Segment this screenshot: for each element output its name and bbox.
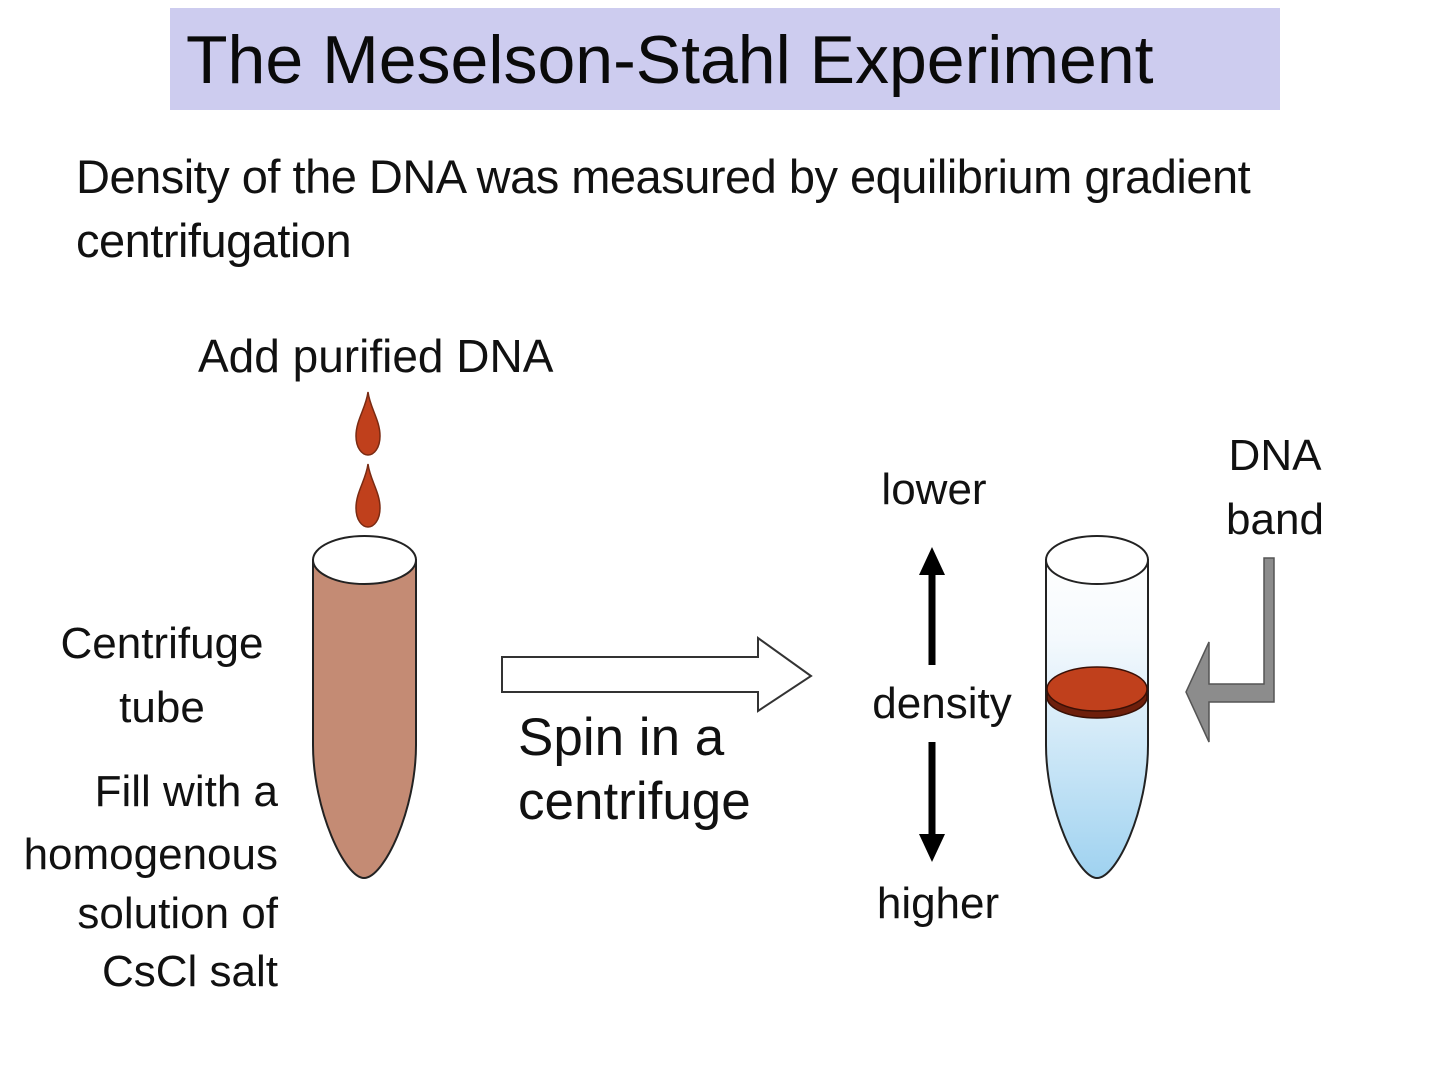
title-banner: The Meselson-Stahl Experiment (170, 8, 1280, 110)
band-pointer-arrow (1185, 557, 1275, 743)
dna-band-label-line2: band (1226, 495, 1324, 544)
lower-density-label: lower (881, 465, 987, 514)
dna-band-label-line1: DNA (1228, 431, 1322, 480)
centrifuge-tube-left (312, 535, 417, 880)
spin-arrow (501, 636, 813, 713)
tube-label-line2: tube (119, 683, 205, 732)
fill-label-line4: CsCl salt (101, 947, 278, 996)
tube-label-line1: Centrifuge (60, 619, 264, 668)
dna-drop-bottom (355, 463, 381, 528)
dna-drop-top (355, 391, 381, 456)
fill-label-line1: Fill with a (94, 767, 278, 816)
fill-label-line3: solution of (77, 889, 278, 938)
slide-title: The Meselson-Stahl Experiment (186, 22, 1154, 98)
spin-label-line1: Spin in a (518, 708, 725, 767)
centrifuge-tube-right (1045, 535, 1149, 880)
fill-label-line2: homogenous (23, 830, 278, 879)
higher-density-label: higher (876, 879, 1000, 928)
slide-subtitle: Density of the DNA was measured by equil… (76, 150, 1251, 267)
density-up-arrow (919, 547, 945, 665)
density-down-arrow (919, 742, 945, 862)
dna-band (1046, 666, 1148, 719)
spin-label-line2: centrifuge (518, 772, 751, 831)
add-dna-label: Add purified DNA (198, 330, 554, 382)
density-label: density (872, 679, 1012, 728)
